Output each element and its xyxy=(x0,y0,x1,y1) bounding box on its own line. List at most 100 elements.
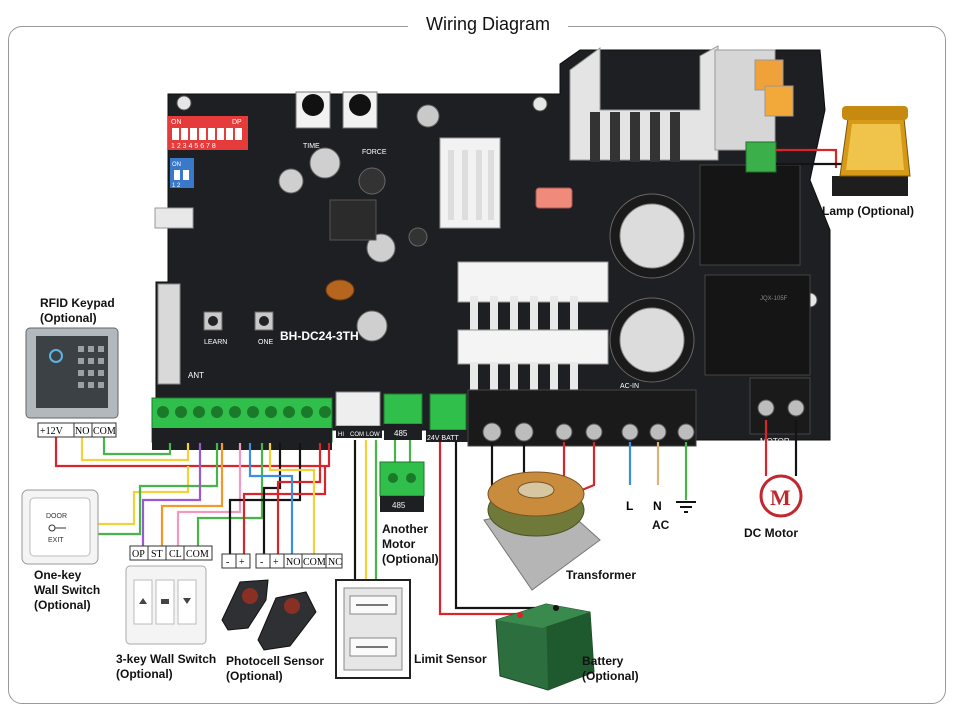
dip-switch-2[interactable]: ON 1 2 xyxy=(170,158,194,189)
three-key-optional: (Optional) xyxy=(116,667,173,681)
motor-label: MOTOR xyxy=(760,437,790,446)
three-key-title: 3-key Wall Switch xyxy=(116,652,217,666)
dip-switch-8[interactable]: ON DP 1 2 3 4 5 6 7 8 xyxy=(168,116,248,150)
microcontroller-chip xyxy=(329,199,377,241)
rfid-keypad-optional: (Optional) xyxy=(40,311,97,325)
one-key-title: One-key xyxy=(34,568,82,582)
motor-terminal-block[interactable] xyxy=(749,377,811,435)
module-485-label: 485 xyxy=(392,501,406,510)
limit-pin-low: LOW xyxy=(366,432,380,438)
photocell-sensor-pair xyxy=(221,579,317,651)
inductor xyxy=(325,279,355,301)
transformer xyxy=(483,471,601,591)
control-terminal-strip[interactable] xyxy=(151,397,333,450)
three-key-wall-switch xyxy=(125,565,207,645)
small-capacitors xyxy=(278,104,440,342)
learn-label: LEARN xyxy=(204,339,227,346)
photo-term-no: NO xyxy=(286,557,300,568)
batt-label: 24V BATT xyxy=(427,435,459,442)
force-potentiometer[interactable]: FORCE xyxy=(342,91,387,156)
photo-term-nc: NC xyxy=(328,557,342,568)
photo-term-pos2: + xyxy=(273,557,279,568)
time-potentiometer[interactable]: TIME xyxy=(295,91,331,150)
another-motor-title: Another xyxy=(382,522,428,536)
heatsink-bottom xyxy=(457,329,609,390)
one-key-optional: (Optional) xyxy=(34,598,91,612)
photo-term-pos1: + xyxy=(239,557,245,568)
wall-switch-terminal-labels: OP ST CL COM xyxy=(129,545,213,561)
switch-term-com: COM xyxy=(186,549,209,560)
lamp-connector[interactable] xyxy=(745,141,777,173)
ac-l-label: L xyxy=(626,499,633,513)
rfid-term-12v: +12V xyxy=(40,426,64,437)
battery xyxy=(495,603,595,691)
relay-bottom: JQX-105F xyxy=(704,274,811,376)
switch-term-st: ST xyxy=(151,549,163,560)
relay-marking: JQX-105F xyxy=(760,296,788,302)
battery-title: Battery xyxy=(582,654,624,668)
transformer-label: Transformer xyxy=(566,568,637,582)
rfid-terminal-labels: +12V NO COM xyxy=(37,422,117,438)
another-motor-subtitle: Motor xyxy=(382,537,416,551)
limit-pin-hi: HI xyxy=(338,432,344,438)
photocell-optional: (Optional) xyxy=(226,669,283,683)
rfid-term-com: COM xyxy=(93,426,116,437)
dip2-on-label: ON xyxy=(172,162,181,168)
ac-terminals: L N xyxy=(626,499,696,513)
exit-button-exit: EXIT xyxy=(48,537,64,544)
dip-dp-label: DP xyxy=(232,119,242,126)
battery-connector[interactable]: 24V BATT xyxy=(426,393,468,442)
mount-hole xyxy=(176,95,192,111)
switch-term-op: OP xyxy=(132,549,145,560)
time-label: TIME xyxy=(303,143,320,150)
ac-label: AC xyxy=(652,518,670,532)
port-485-label: 485 xyxy=(394,429,408,438)
learn-button[interactable]: LEARN xyxy=(203,311,227,346)
lamp-label: Lamp (Optional) xyxy=(822,204,914,218)
ac-n-label: N xyxy=(653,499,662,513)
fuse xyxy=(535,187,573,209)
ac-in-label: AC-IN xyxy=(620,383,639,390)
photo-term-com: COM xyxy=(303,557,326,568)
limit-sensor-label: Limit Sensor xyxy=(414,652,487,666)
dip2-numbers: 1 2 xyxy=(172,183,181,189)
exit-button-door: DOOR xyxy=(46,513,67,520)
limit-pin-com: COM xyxy=(350,432,364,438)
photocell-terminal-labels: - + - + NO COM NC xyxy=(221,553,343,569)
three-key-switch-label: 3-key Wall Switch (Optional) xyxy=(116,652,216,682)
limit-sensor xyxy=(335,579,411,679)
heatsink-small xyxy=(439,137,501,229)
limit-connector[interactable]: HI COM LOW LIMIT xyxy=(335,391,382,450)
force-label: FORCE xyxy=(362,149,387,156)
one-key-subtitle: Wall Switch xyxy=(34,583,101,597)
photocell-title: Photocell Sensor xyxy=(226,654,325,668)
another-motor-label: Another Motor (Optional) xyxy=(382,522,439,567)
diagram-title: Wiring Diagram xyxy=(408,10,568,38)
rfid-keypad-title: RFID Keypad xyxy=(40,296,115,310)
heatsink-top xyxy=(457,261,609,330)
rs485-connector[interactable]: 485 xyxy=(383,393,423,440)
relay-top xyxy=(699,164,801,266)
one-button[interactable]: ONE xyxy=(254,311,274,346)
motor-m-letter: M xyxy=(770,485,791,510)
power-terminal-block[interactable] xyxy=(467,389,697,447)
rf-module xyxy=(157,283,181,385)
rfid-keypad xyxy=(25,327,119,419)
another-motor-optional: (Optional) xyxy=(382,552,439,566)
exit-button: DOOR EXIT xyxy=(21,489,99,565)
large-capacitor xyxy=(609,193,695,279)
another-motor-485-module: 485 xyxy=(379,461,425,512)
mount-hole xyxy=(532,96,548,112)
dc-motor-symbol: M xyxy=(759,474,803,518)
photo-term-neg2: - xyxy=(260,557,263,568)
dip-on-label: ON xyxy=(171,119,182,126)
dip-numbers: 1 2 3 4 5 6 7 8 xyxy=(171,143,216,150)
photo-term-neg1: - xyxy=(226,557,229,568)
rfid-keypad-label: RFID Keypad (Optional) xyxy=(40,296,115,326)
dc-motor-label: DC Motor xyxy=(744,526,798,540)
one-key-switch-label: One-key Wall Switch (Optional) xyxy=(34,568,100,613)
ant-label: ANT xyxy=(188,371,204,380)
battery-optional: (Optional) xyxy=(582,669,639,683)
control-board: ON DP 1 2 3 4 5 6 7 8 ON 1 2 TIME FORCE xyxy=(154,45,831,446)
